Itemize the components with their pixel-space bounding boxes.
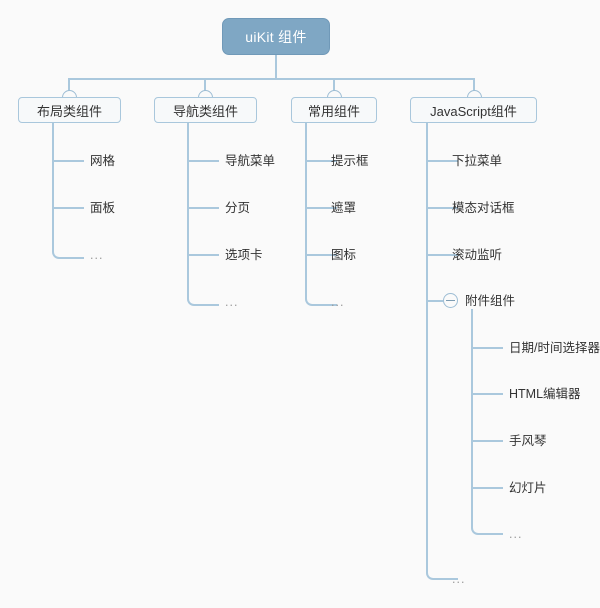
- connector-drop-2: [204, 78, 206, 91]
- connector-leaf-5-2: [473, 393, 503, 395]
- connector-leaf-5-4: [473, 487, 503, 489]
- connector-leaf-5-3: [473, 440, 503, 442]
- connector-leaf-2-3: [189, 254, 219, 256]
- connector-leaf-4-4: [428, 300, 443, 302]
- leaf-item-more[interactable]: ...: [509, 527, 523, 541]
- connector-branch-bus: [68, 78, 475, 80]
- subbranch-node-attachment[interactable]: 附件组件: [465, 294, 516, 308]
- leaf-item[interactable]: 网格: [90, 154, 116, 168]
- connector-leaf-3-3: [307, 254, 337, 256]
- connector-rail-attachment: [471, 321, 503, 535]
- connector-leaf-1-1: [54, 160, 84, 162]
- branch-node-common[interactable]: 常用组件: [291, 97, 377, 123]
- leaf-item-more[interactable]: ...: [90, 248, 104, 262]
- connector-leaf-3-1: [307, 160, 337, 162]
- connector-drop-3: [333, 78, 335, 91]
- connector-root-stem: [275, 55, 277, 78]
- leaf-item[interactable]: HTML编辑器: [509, 387, 581, 401]
- leaf-item-more[interactable]: ...: [452, 572, 466, 586]
- connector-rail-branch-3: [305, 123, 337, 306]
- leaf-item[interactable]: 面板: [90, 201, 116, 215]
- connector-leaf-2-2: [189, 207, 219, 209]
- leaf-item[interactable]: 分页: [225, 201, 251, 215]
- connector-attachment-stem: [471, 309, 473, 321]
- leaf-item[interactable]: 日期/时间选择器: [509, 341, 600, 355]
- connector-leaf-4-3: [428, 254, 458, 256]
- leaf-item-more[interactable]: ...: [225, 295, 239, 309]
- connector-leaf-2-1: [189, 160, 219, 162]
- connector-rail-branch-1: [52, 123, 84, 259]
- leaf-item[interactable]: 幻灯片: [509, 481, 547, 495]
- collapse-toggle-icon-attachment[interactable]: [443, 293, 458, 308]
- leaf-item[interactable]: 下拉菜单: [452, 154, 503, 168]
- leaf-item[interactable]: 图标: [331, 248, 357, 262]
- leaf-item-more[interactable]: ...: [331, 295, 345, 309]
- connector-rail-branch-2: [187, 123, 219, 306]
- connector-leaf-3-2: [307, 207, 337, 209]
- connector-leaf-4-1: [428, 160, 458, 162]
- connector-leaf-4-2: [428, 207, 458, 209]
- branch-node-javascript[interactable]: JavaScript组件: [410, 97, 537, 123]
- leaf-item[interactable]: 模态对话框: [452, 201, 515, 215]
- leaf-item[interactable]: 选项卡: [225, 248, 263, 262]
- branch-node-layout[interactable]: 布局类组件: [18, 97, 121, 123]
- connector-drop-1: [68, 78, 70, 91]
- connector-leaf-5-1: [473, 347, 503, 349]
- leaf-item[interactable]: 提示框: [331, 154, 369, 168]
- leaf-item[interactable]: 滚动监听: [452, 248, 503, 262]
- leaf-item[interactable]: 手风琴: [509, 434, 547, 448]
- root-node[interactable]: uiKit 组件: [222, 18, 330, 55]
- branch-node-navigation[interactable]: 导航类组件: [154, 97, 257, 123]
- connector-rail-branch-4: [426, 123, 458, 580]
- connector-drop-4: [473, 78, 475, 91]
- leaf-item[interactable]: 导航菜单: [225, 154, 276, 168]
- connector-leaf-1-2: [54, 207, 84, 209]
- leaf-item[interactable]: 遮罩: [331, 201, 357, 215]
